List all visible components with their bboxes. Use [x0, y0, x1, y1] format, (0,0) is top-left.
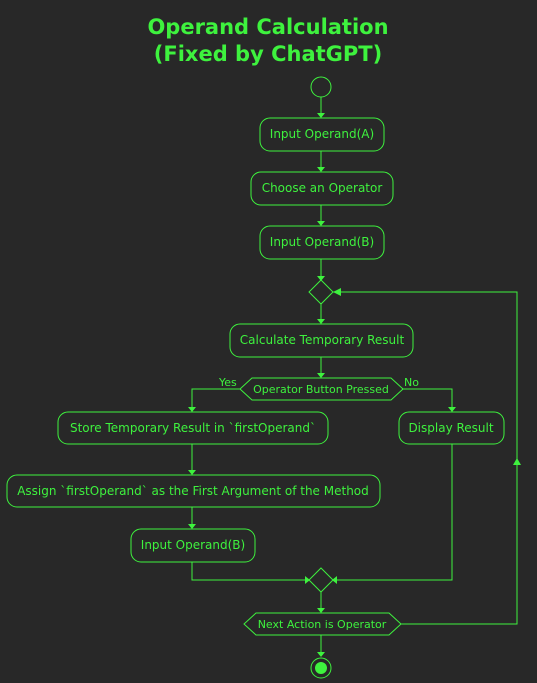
edge-display-to-merge [333, 444, 453, 581]
diagram-title-line-2: (Fixed by ChatGPT) [154, 42, 382, 66]
next-action-label: Next Action is Operator [258, 618, 387, 631]
display-result-label: Display Result [408, 421, 493, 435]
no-branch-label: No [404, 376, 419, 389]
input-operand-b-label: Input Operand(B) [270, 235, 374, 249]
edges [188, 97, 521, 657]
arrowhead [188, 524, 196, 529]
arrowhead [317, 373, 325, 378]
merge-diamond [308, 279, 334, 305]
input-operand-b-node [259, 225, 385, 260]
input-operand-a-node [259, 117, 385, 152]
arrowhead [317, 113, 325, 118]
next-action-decision [243, 612, 402, 636]
arrowhead [317, 652, 325, 657]
calculate-result-node [229, 323, 414, 358]
edge-no-branch [402, 388, 453, 411]
end-node-inner [315, 662, 327, 674]
choose-operator-node [250, 171, 394, 206]
arrowhead [305, 576, 310, 584]
arrowhead [317, 608, 325, 613]
input-operand-b-loop-label: Input Operand(B) [141, 538, 245, 552]
arrowhead [317, 167, 325, 172]
assign-first-operand-node [6, 474, 381, 508]
start-node [310, 76, 332, 98]
calculate-result-label: Calculate Temporary Result [240, 333, 405, 347]
operator-pressed-label: Operator Button Pressed [253, 383, 389, 396]
operator-pressed-decision [239, 377, 404, 401]
arrowhead [188, 407, 196, 412]
store-result-node [57, 411, 329, 445]
arrowhead [513, 458, 521, 465]
arrowhead [317, 319, 325, 324]
arrowhead [188, 470, 196, 475]
yes-branch-label: Yes [218, 376, 237, 389]
assign-first-operand-label: Assign `firstOperand` as the First Argum… [17, 484, 369, 498]
input-operand-b-loop-node [130, 528, 256, 563]
end-node-outer [310, 657, 332, 679]
display-result-node [398, 411, 505, 445]
edge-input-b-loop-to-merge [191, 562, 309, 581]
store-result-label: Store Temporary Result in `firstOperand` [70, 421, 316, 435]
arrowhead [317, 221, 325, 226]
branch-merge-diamond [308, 567, 334, 593]
choose-operator-label: Choose an Operator [262, 181, 383, 195]
edge-yes-branch [191, 388, 240, 411]
arrowhead [317, 276, 325, 281]
input-operand-a-label: Input Operand(A) [270, 127, 374, 141]
arrowhead [333, 288, 341, 296]
arrowhead [448, 407, 456, 412]
diagram-title-line-1: Operand Calculation [147, 15, 388, 39]
arrowhead [332, 576, 337, 584]
